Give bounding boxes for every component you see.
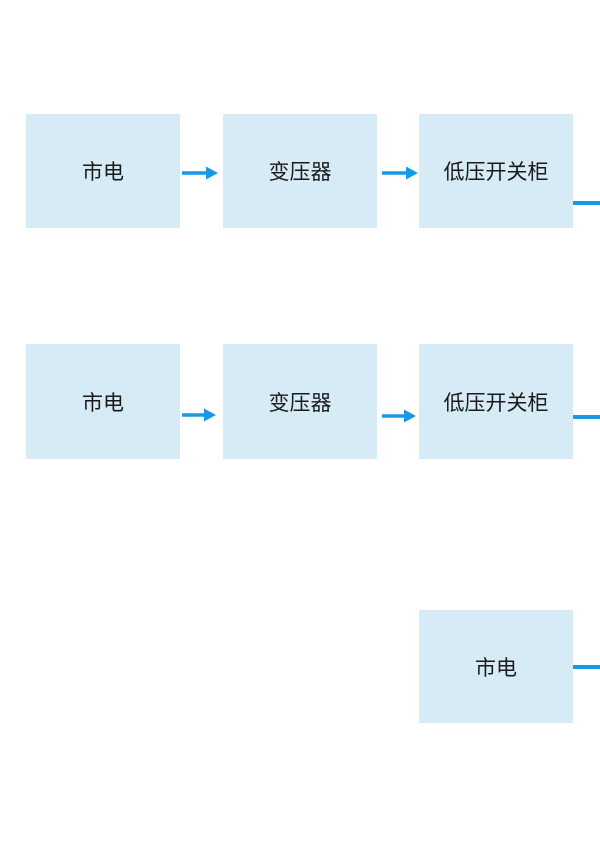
connector-line-offscreen-right-row3: [573, 665, 600, 669]
node-lv-switchgear-row1: 低压开关柜: [419, 114, 573, 228]
node-label: 市电: [82, 160, 124, 184]
node-transformer-row2: 变压器: [223, 344, 377, 459]
node-transformer-row1: 变压器: [223, 114, 377, 228]
node-label: 市电: [82, 390, 124, 415]
node-label: 变压器: [268, 390, 332, 415]
connector-line-offscreen-right-row2: [573, 415, 600, 419]
node-label: 市电: [475, 655, 517, 680]
node-mains-power-row1: 市电: [26, 114, 180, 228]
arrow-right-icon: [382, 166, 418, 180]
arrow-right-icon: [382, 409, 416, 423]
node-mains-power-row3: 市电: [419, 610, 573, 723]
node-label: 低压开关柜: [443, 160, 549, 184]
arrow-right-icon: [182, 408, 216, 422]
connector-line-offscreen-right-row1: [573, 201, 600, 205]
node-mains-power-row2: 市电: [26, 344, 180, 459]
arrow-right-icon: [182, 166, 218, 180]
node-label: 变压器: [268, 160, 332, 184]
node-lv-switchgear-row2: 低压开关柜: [419, 344, 573, 459]
node-label: 低压开关柜: [443, 390, 549, 415]
